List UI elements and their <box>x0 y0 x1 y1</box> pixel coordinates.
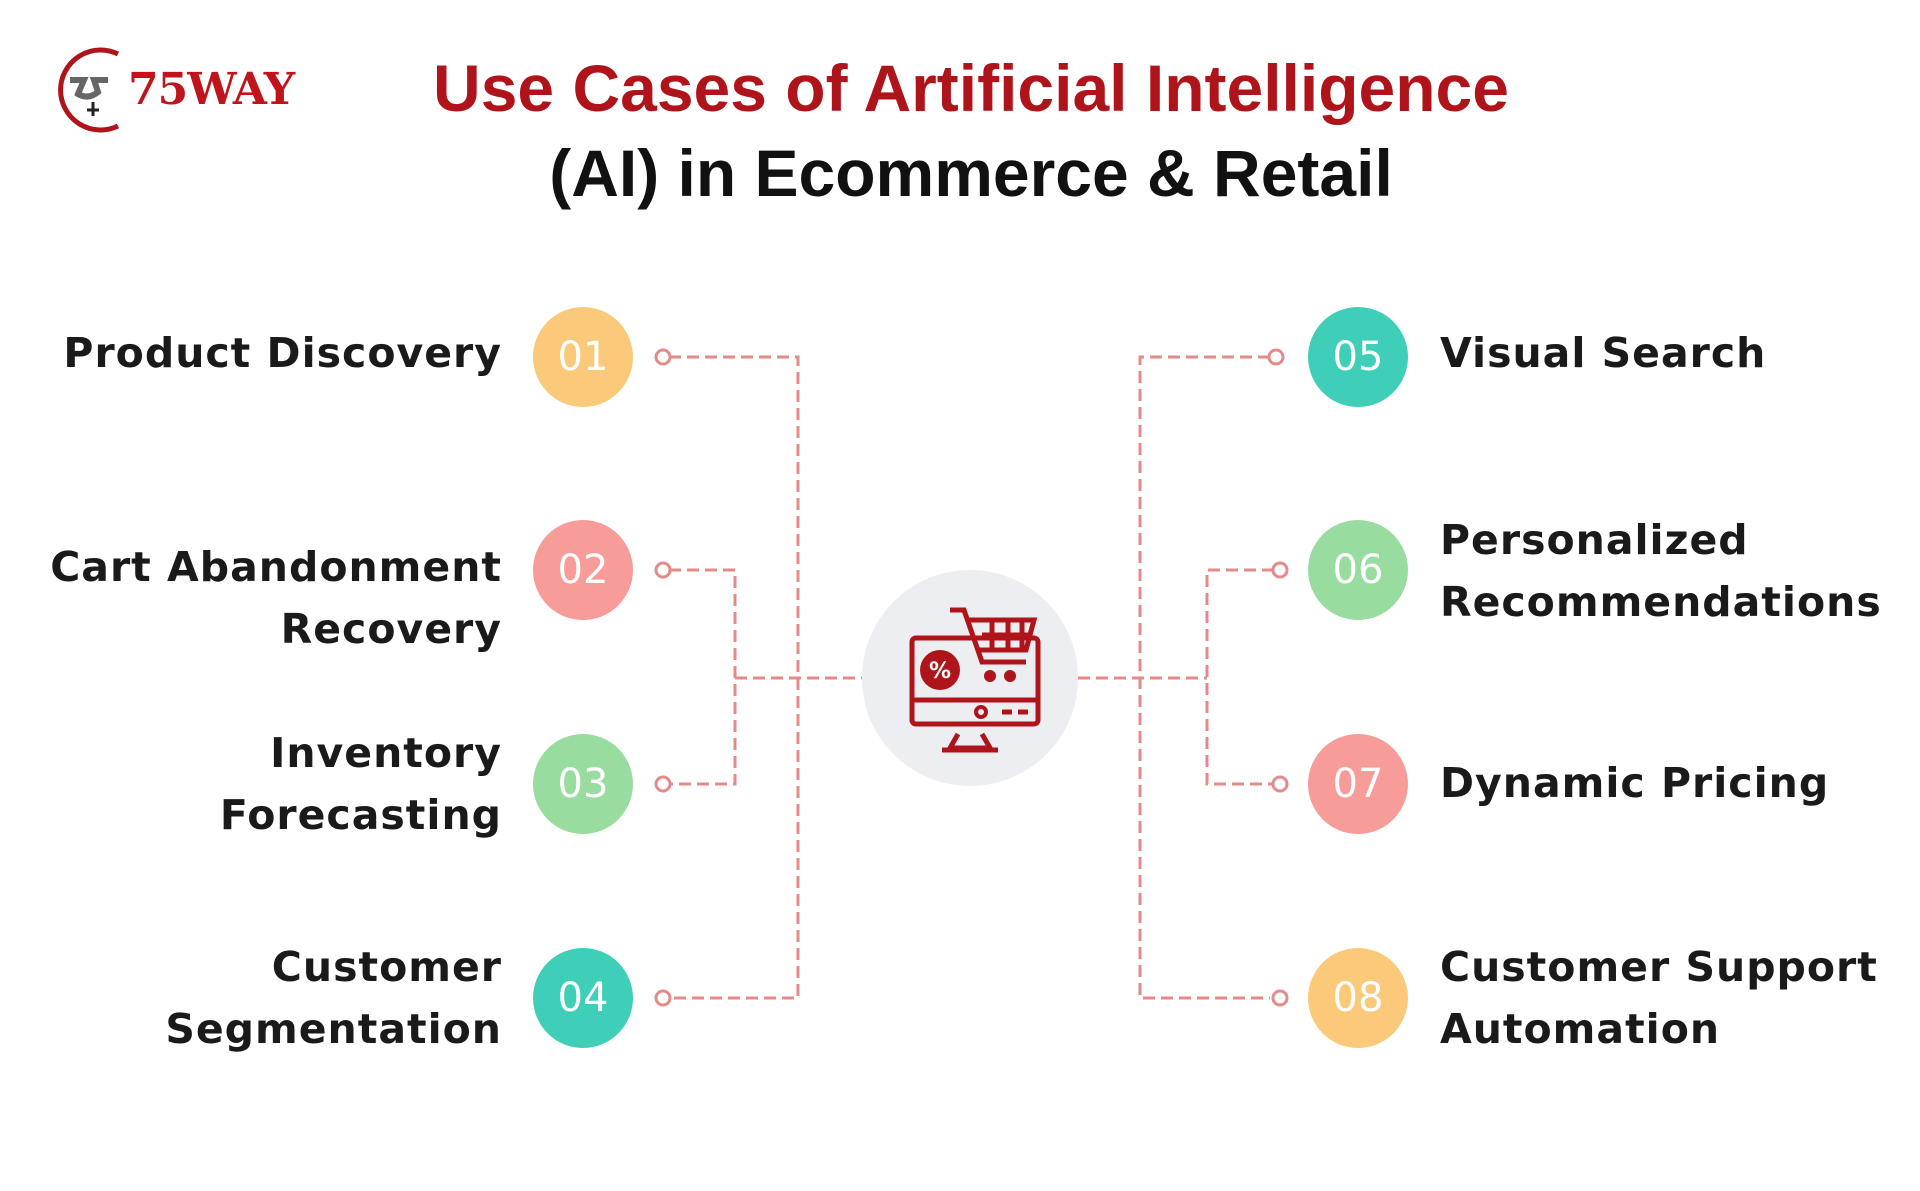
step-06-badge: 06 <box>1308 520 1408 620</box>
label-inventory-forecasting: Inventory Forecasting <box>219 729 502 839</box>
label-customer-support-automation: Customer Support Automation <box>1440 943 1878 1053</box>
label-personalized-recommendations: Personalized Recommendations <box>1440 516 1882 626</box>
step-08-badge: 08 <box>1308 948 1408 1048</box>
shopping-cart-monitor-discount-icon: % <box>909 607 1041 753</box>
logo: 75WAY <box>48 46 308 136</box>
step-05-badge: 05 <box>1308 307 1408 407</box>
hub-circle: % <box>862 570 1078 786</box>
logo-text: 75WAY <box>128 64 295 115</box>
title-line-1: Use Cases of Artificial Intelligence <box>433 51 1509 125</box>
label-customer-segmentation: Customer Segmentation <box>165 943 502 1053</box>
step-07-badge: 07 <box>1308 734 1408 834</box>
label-dynamic-pricing: Dynamic Pricing <box>1440 759 1830 807</box>
logo-mark-icon <box>58 47 120 133</box>
label-cart-abandonment-recovery: Cart Abandonment Recovery <box>50 543 502 653</box>
label-visual-search: Visual Search <box>1440 329 1767 377</box>
step-04-badge: 04 <box>533 948 633 1048</box>
label-product-discovery: Product Discovery <box>63 329 502 377</box>
title-line-2: (AI) in Ecommerce & Retail <box>549 136 1393 210</box>
step-01-badge: 01 <box>533 307 633 407</box>
svg-text:%: % <box>929 659 951 684</box>
step-02-badge: 02 <box>533 520 633 620</box>
step-03-badge: 03 <box>533 734 633 834</box>
